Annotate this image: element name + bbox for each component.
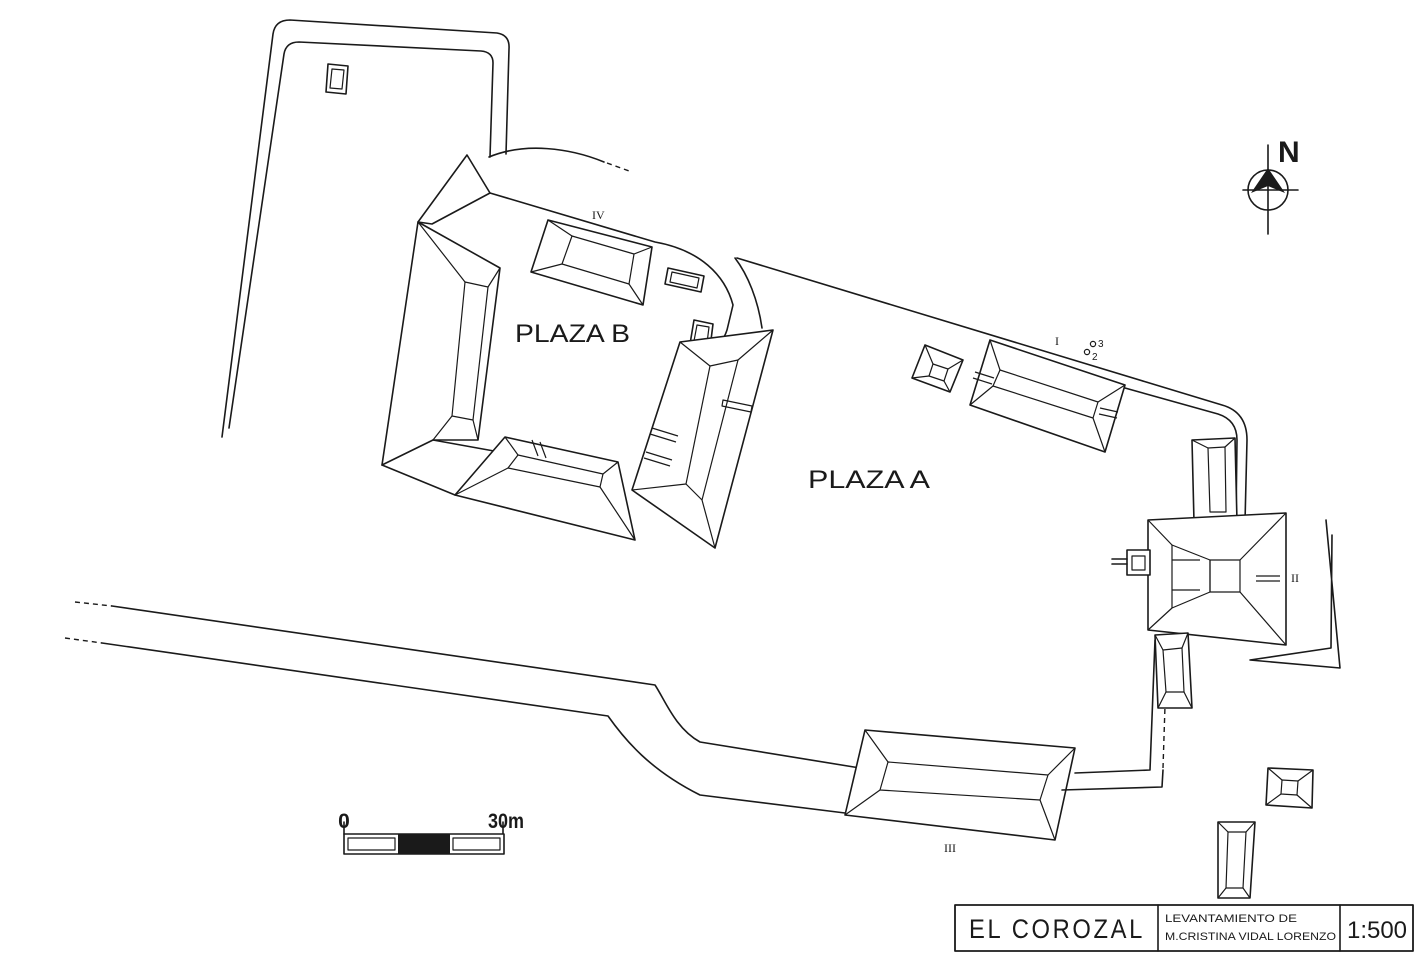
south-causeway-upper-edge: [111, 605, 861, 769]
monument: 2: [1083, 348, 1098, 363]
structure-i-outline: [969, 339, 1126, 453]
structure-ii-south-wing-lines: [1154, 632, 1193, 709]
plaza-a-group: I 3 2 II PLAZA A: [734, 257, 1341, 709]
small-pyramid-hip-lines: [911, 344, 964, 393]
scale-bar: 0 30m: [338, 810, 524, 855]
small-platform: [325, 63, 349, 95]
structure-ii-north-wing-ridge: [1207, 446, 1227, 513]
north-arrow-label: N: [1278, 136, 1300, 169]
east-building-stairs: [643, 427, 679, 467]
south-building-stair: [531, 439, 547, 459]
causeway-outer-edge: [221, 19, 510, 438]
east-building-outline: [631, 329, 774, 549]
structure-iv-hip-lines: [530, 219, 653, 306]
east-triangular-platform: [1249, 519, 1341, 669]
southeast-pyramid-hip-lines: [1265, 767, 1314, 809]
plaza-b-northwest-corner: [417, 154, 491, 225]
east-building-notch: [721, 399, 753, 413]
monument-marker: [1089, 340, 1097, 348]
plaza-a-small-pyramid: [911, 344, 964, 393]
north-arrow-head: [1251, 168, 1285, 193]
altar: [664, 267, 705, 293]
structure-ii-north-wing-lines: [1191, 437, 1236, 449]
south-causeway: [64, 601, 861, 814]
plaza-b-north-curve-dashed: [606, 162, 633, 173]
plaza-a-west-edge: [734, 257, 763, 329]
altar-outline: [664, 267, 705, 293]
west-building-outline: [381, 221, 501, 466]
east-connector-walls: [1061, 639, 1166, 791]
plaza-b-group: PLAZA B IV: [381, 147, 774, 549]
causeway-inner-edge: [228, 41, 494, 429]
southeast-mound-outline: [1217, 821, 1256, 899]
connector-upper-wall: [1074, 639, 1156, 774]
structure-ii-east-notch: [1256, 575, 1280, 582]
east-building-hip-lines: [631, 329, 774, 549]
scale-bar-end-label: 30m: [488, 810, 524, 833]
structure-iii-outline: [844, 729, 1076, 841]
south-causeway-lower-dashed: [64, 637, 103, 644]
structure-iv-label: IV: [592, 208, 605, 222]
structure-iii-hip-lines: [844, 729, 1076, 841]
credit-line-1: LEVANTAMIENTO DE: [1165, 913, 1297, 925]
monument-number: 3: [1098, 339, 1104, 350]
small-pyramid-outline: [911, 344, 964, 393]
structure-iv: [530, 219, 653, 306]
structure-ii-hip-lines: [1147, 512, 1287, 646]
structure-i-hip-lines: [969, 339, 1126, 453]
credit-line-2: M.CRISTINA VIDAL LORENZO: [1165, 931, 1336, 943]
south-building-outline: [454, 436, 636, 541]
southeast-long-mound: [1217, 821, 1256, 899]
monument-number: 2: [1092, 352, 1098, 363]
structure-iii-label: III: [944, 841, 956, 855]
structure-i-label: I: [1055, 334, 1059, 348]
structure-ii-label: II: [1291, 571, 1299, 585]
connector-lower-wall-dashed: [1162, 705, 1166, 769]
plaza-a-north-edge-outer: [736, 257, 1248, 523]
structure-ii-west-annex-stub: [1111, 558, 1128, 565]
northwest-causeway: [221, 19, 510, 438]
monument: 3: [1089, 339, 1104, 350]
connector-lower-wall: [1061, 769, 1164, 791]
south-building-hip-lines: [454, 436, 636, 541]
plaza-b-west-building: [381, 221, 501, 466]
plaza-a-north-edge-inner: [1124, 387, 1238, 521]
south-causeway-upper-dashed: [74, 601, 113, 607]
small-platform-inner: [329, 68, 345, 90]
plaza-b-north-curve: [488, 147, 605, 163]
structure-ii-outline: [1147, 512, 1287, 646]
title-block: EL COROZAL LEVANTAMIENTO DE M.CRISTINA V…: [954, 904, 1414, 952]
structure-i: [969, 339, 1126, 453]
scale-bar-black-segment: [398, 834, 450, 854]
structure-ii-west-annex: [1126, 549, 1151, 576]
map-scale: 1:500: [1347, 917, 1407, 944]
scale-bar-white-segment: [452, 837, 501, 851]
south-causeway-lower-edge: [101, 642, 846, 814]
site-name: EL COROZAL: [969, 914, 1145, 944]
west-building-hip-lines: [417, 221, 501, 441]
monument-marker: [1083, 348, 1091, 356]
structure-i-stairs: [972, 371, 1119, 419]
plaza-b-label: PLAZA B: [515, 320, 630, 348]
scale-bar-ticks: [343, 821, 504, 835]
southeast-mound-hip-lines: [1217, 821, 1256, 899]
structure-iii: [844, 729, 1076, 841]
southeast-small-pyramid: [1265, 767, 1314, 809]
small-platform-outline: [325, 63, 349, 95]
north-arrow: N: [1242, 136, 1300, 235]
structure-ii-west-annex-inner: [1131, 555, 1146, 571]
scale-bar-white-segment: [347, 837, 396, 851]
plaza-b-south-building: [454, 436, 636, 541]
north-arrow-crosshair: [1242, 144, 1299, 235]
altar-inner: [669, 271, 700, 289]
structure-ii-north-wing: [1191, 437, 1238, 523]
plaza-b-east-building: [631, 329, 774, 549]
structure-ii: [1111, 437, 1287, 709]
title-block-frame: [954, 904, 1414, 952]
plaza-a-label: PLAZA A: [808, 466, 930, 494]
